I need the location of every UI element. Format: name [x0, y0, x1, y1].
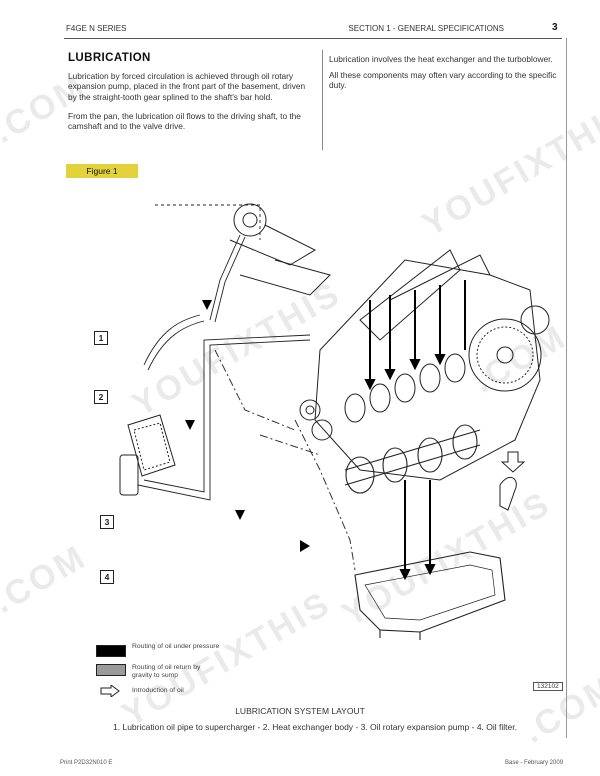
footer-edition: Base - February 2009 [505, 760, 564, 766]
figure-caption: 1. Lubrication oil pipe to supercharger … [113, 722, 517, 732]
legend-pressure-swatch [96, 645, 126, 657]
figure-reference-code: 132102 [533, 682, 563, 691]
header-section: SECTION 1 - GENERAL SPECIFICATIONS [348, 24, 504, 33]
legend-return-label: Routing of oil return by gravity to sump [132, 664, 201, 679]
figure-label: Figure 1 [66, 164, 138, 178]
oil-pump [299, 399, 333, 441]
legend-return-swatch [96, 664, 126, 676]
legend-intro-icon [100, 685, 120, 697]
lubrication-paragraph-1: Lubrication by forced circulation is ach… [68, 71, 306, 102]
pressure-routes [364, 280, 466, 581]
oil-intake-arrow [499, 451, 526, 511]
callout-3: 3 [100, 515, 114, 529]
lubrication-system-illustration [119, 203, 550, 640]
connecting-rods [344, 353, 466, 423]
callout-1: 1 [94, 331, 108, 345]
page-edge-rule [566, 38, 567, 738]
flow-arrows [185, 300, 310, 552]
callout-4: 4 [100, 570, 114, 584]
turbocharger [229, 203, 331, 296]
return-routes [214, 349, 356, 571]
legend-pressure-label: Routing of oil under pressure [132, 643, 220, 650]
oil-sump [354, 551, 506, 640]
column-divider [322, 50, 323, 150]
section-title: LUBRICATION [68, 52, 151, 64]
page-number: 3 [552, 22, 558, 33]
footer-print-code: Print P2D32N010 E [60, 760, 113, 766]
heat-exchanger [119, 414, 176, 496]
legend-intro-label: Introduction of oil [132, 687, 184, 694]
header-rule [64, 38, 562, 39]
lubrication-paragraph-2: From the pan, the lubrication oil flows … [68, 111, 301, 132]
lubrication-paragraph-4: All these components may often vary acco… [329, 70, 557, 91]
engine-block [314, 249, 550, 481]
crankshaft [344, 424, 481, 494]
callout-2: 2 [94, 390, 108, 404]
oil-lines [137, 204, 311, 501]
lubrication-paragraph-3: Lubrication involves the heat exchanger … [329, 54, 553, 64]
header-series: F4GE N SERIES [66, 24, 127, 33]
figure-caption-title: LUBRICATION SYSTEM LAYOUT [235, 706, 365, 716]
